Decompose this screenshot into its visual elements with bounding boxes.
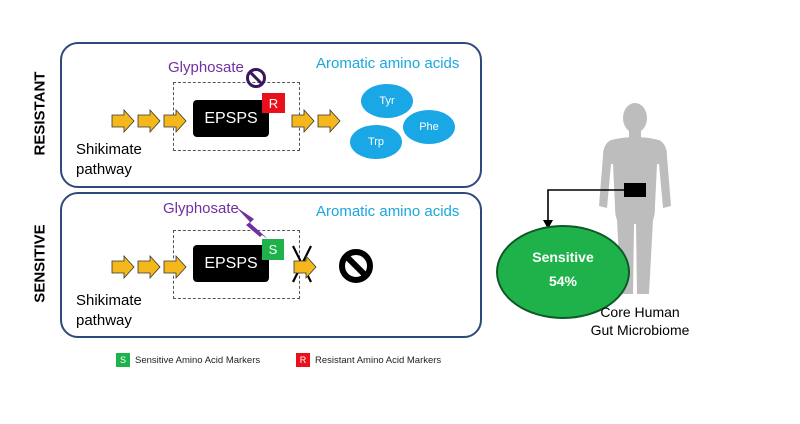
resistant-shikimate-label: Shikimate pathway <box>76 140 142 180</box>
sensitive-microbiome-ellipse: Sensitive 54% <box>496 225 630 319</box>
amino-acid-trp: Trp <box>350 125 402 159</box>
legend-sensitive-swatch: S <box>116 353 130 367</box>
sensitive-shikimate-line2: pathway <box>76 312 132 329</box>
resistant-glyphosate-label: Glyphosate <box>168 59 244 76</box>
sensitive-aromatic-title: Aromatic amino acids <box>316 203 460 220</box>
lightning-bolt-icon <box>236 207 268 239</box>
legend-sensitive-label: Sensitive Amino Acid Markers <box>135 355 261 366</box>
ellipse-percent: 54% <box>548 273 578 289</box>
microbiome-caption: Core Human Gut Microbiome <box>565 303 715 339</box>
legend-resistant-label: Resistant Amino Acid Markers <box>315 355 442 366</box>
sensitive-marker: S <box>262 239 284 260</box>
resistant-arrow-4 <box>291 108 315 134</box>
sensitive-arrow-4 <box>293 254 317 280</box>
resistant-aromatic-title: Aromatic amino acids <box>316 55 460 72</box>
amino-acid-tyr: Tyr <box>361 84 413 118</box>
caption-line1: Core Human <box>600 304 680 320</box>
sensitive-panel <box>60 192 482 338</box>
sensitive-glyphosate-label: Glyphosate <box>163 200 239 217</box>
resistant-arrow-1 <box>111 108 135 134</box>
resistant-arrow-5 <box>317 108 341 134</box>
legend-resistant-swatch: R <box>296 353 310 367</box>
sensitive-arrow-3 <box>163 254 187 280</box>
blocked-icon <box>339 249 373 283</box>
sensitive-arrow-2 <box>137 254 161 280</box>
resistant-arrow-2 <box>137 108 161 134</box>
sensitive-epsps-enzyme: EPSPS <box>193 245 269 282</box>
human-silhouette-icon <box>599 103 671 294</box>
sensitive-shikimate-line1: Shikimate <box>76 292 142 309</box>
amino-acid-phe: Phe <box>403 110 455 144</box>
prohibited-icon <box>246 68 266 88</box>
resistant-epsps-enzyme: EPSPS <box>193 100 269 137</box>
sensitive-arrow-1 <box>111 254 135 280</box>
resistant-shikimate-line2: pathway <box>76 161 132 178</box>
resistant-arrow-3 <box>163 108 187 134</box>
ellipse-label: Sensitive <box>532 249 594 265</box>
caption-line2: Gut Microbiome <box>590 322 690 338</box>
resistant-marker: R <box>262 93 285 113</box>
sensitive-shikimate-label: Shikimate pathway <box>76 291 142 331</box>
resistant-shikimate-line1: Shikimate <box>76 141 142 158</box>
